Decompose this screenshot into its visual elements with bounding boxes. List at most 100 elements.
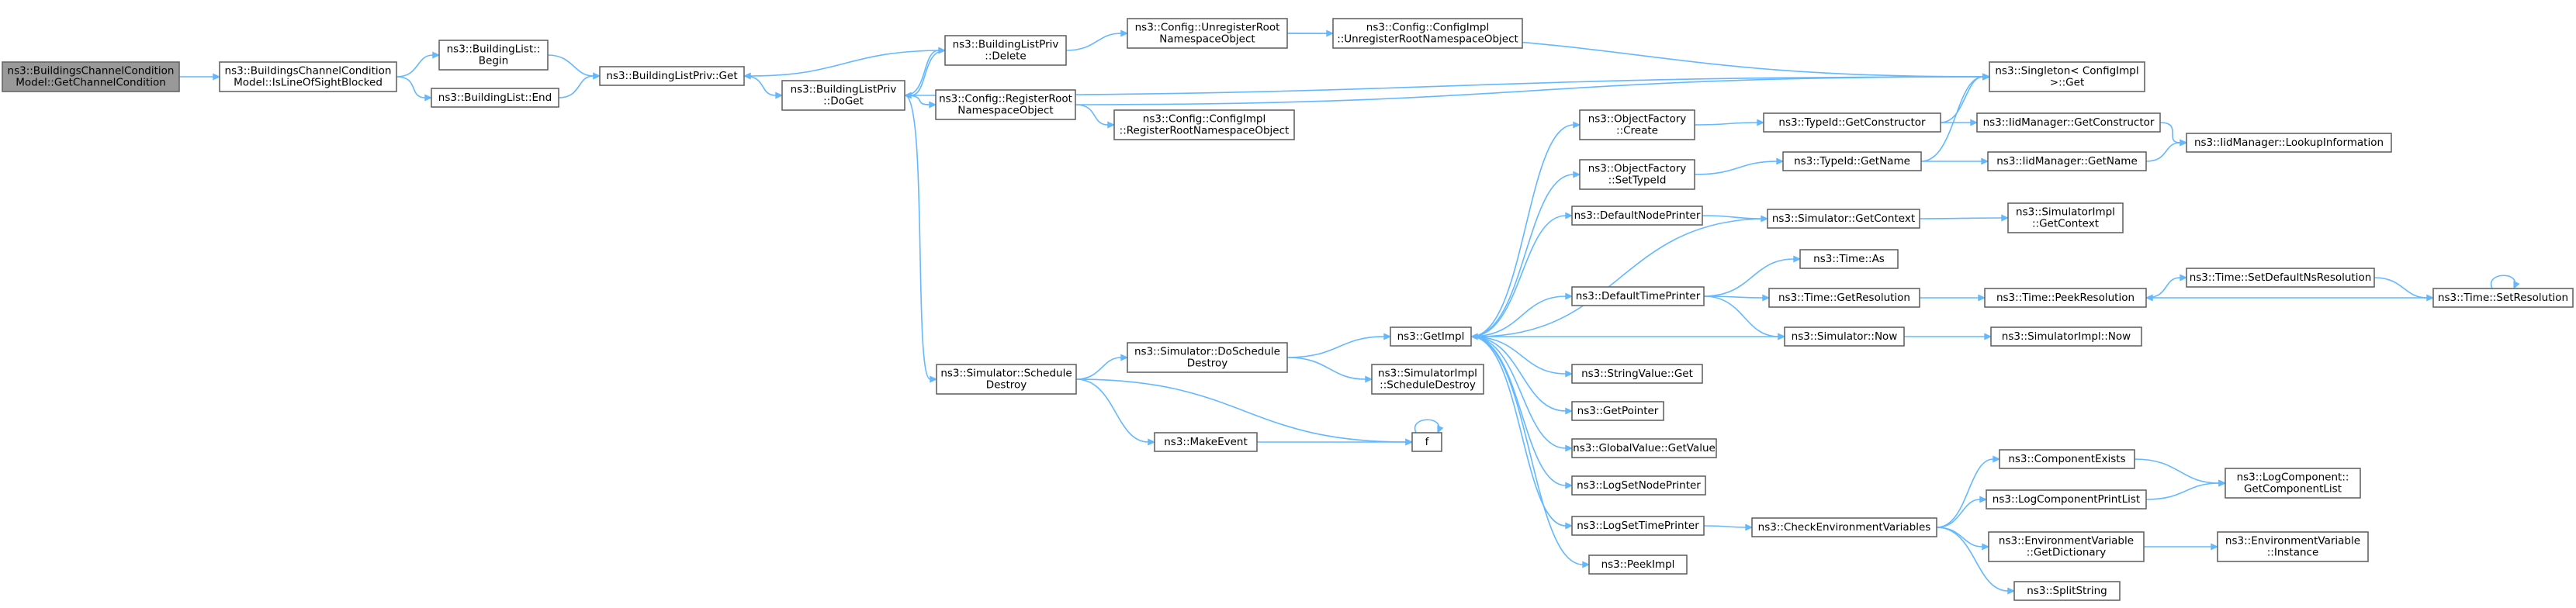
edge-line [2145,142,2181,162]
edge-line [1694,161,1778,175]
edge-logsettime-to-checkenv [1703,523,1754,531]
edge-timegetres-to-timepeek [1919,294,1986,302]
node-checkenv[interactable]: ns3::CheckEnvironmentVariables [1751,517,1937,537]
node-box [2432,288,2574,308]
edge-arrowhead [1762,294,1771,302]
edge-arrowhead [1437,425,1444,434]
node-ofsettypeid[interactable]: ns3::ObjectFactory::SetTypeId [1579,159,1695,190]
edge-arrowhead [1365,375,1373,383]
node-implreg[interactable]: ns3::Config::ConfigImpl::RegisterRootNam… [1113,109,1295,140]
node-envinstance[interactable]: ns3::EnvironmentVariable::Instance [2217,531,2369,562]
node-label: ns3::Singleton< ConfigImpl [1995,65,2138,78]
node-box [1976,112,2161,133]
node-los[interactable]: ns3::BuildingsChannelConditionModel::IsL… [219,61,397,92]
node-defnode[interactable]: ns3::DefaultNodePrinter [1571,206,1703,226]
edge-los-to-blbegin [396,51,441,78]
node-label: NamespaceObject [1159,33,1255,46]
node-box [2186,268,2375,288]
edge-arrowhead [1982,73,1991,81]
node-getpointer[interactable]: ns3::GetPointer [1571,401,1664,421]
node-blpdoget[interactable]: ns3::BuildingListPriv::DoGet [781,80,905,111]
node-label: ::GetContext [2032,218,2099,230]
node-globalget[interactable]: ns3::GlobalValue::GetValue [1571,438,1717,458]
edge-line [910,50,946,96]
node-simsched[interactable]: ns3::Simulator::ScheduleDestroy [936,364,1077,395]
node-setdefres[interactable]: ns3::Time::SetDefaultNsResolution [2186,268,2375,288]
node-iidgetname[interactable]: ns3::IidManager::GetName [1987,151,2147,171]
node-makeevent[interactable]: ns3::MakeEvent [1154,432,1258,452]
edge-getimpl-to-globalget [1470,336,1574,452]
node-implsched[interactable]: ns3::SimulatorImpl::ScheduleDestroy [1371,364,1484,395]
node-ofcreate[interactable]: ns3::ObjectFactory::Create [1579,109,1695,140]
node-simnow[interactable]: ns3::Simulator::Now [1784,326,1905,347]
edge-arrowhead [424,94,433,102]
edge-blpdelete-to-blpget [743,50,946,80]
node-blpdelete[interactable]: ns3::BuildingListPriv::Delete [944,35,1067,66]
node-iidlookup[interactable]: ns3::IidManager::LookupInformation [2186,133,2392,153]
node-box [1987,151,2147,171]
node-logcomplist[interactable]: ns3::LogComponentPrintList [1986,489,2147,510]
edge-line [904,76,1984,96]
node-box [1799,249,1899,269]
node-iidgetctor[interactable]: ns3::IidManager::GetConstructor [1976,112,2161,133]
node-blbegin[interactable]: ns3::BuildingList::Begin [438,40,549,71]
edge-arrowhead [1565,522,1574,530]
node-getimpl[interactable]: ns3::GetImpl [1390,326,1472,347]
node-box [781,80,905,111]
node-timeas[interactable]: ns3::Time::As [1799,249,1899,269]
node-deftime[interactable]: ns3::DefaultTimePrinter [1571,286,1705,306]
node-simgetctx[interactable]: ns3::Simulator::GetContext [1767,209,1920,229]
node-implnow[interactable]: ns3::SimulatorImpl::Now [1990,326,2142,347]
node-implunreg[interactable]: ns3::Config::ConfigImpl::UnregisterRootN… [1332,18,1523,49]
edge-blend-to-blpget [558,72,601,98]
node-f[interactable]: f [1411,432,1442,452]
node-label: ::Create [1616,125,1658,137]
node-box [2,61,180,92]
node-stringget[interactable]: ns3::StringValue::Get [1571,364,1703,384]
edge-arrowhead [1383,333,1392,340]
edge-line [1286,336,1385,358]
edge-line [558,75,594,98]
node-label: ns3::LogComponent:: [2237,472,2349,484]
edge-arrowhead [1984,333,1993,340]
node-box [935,89,1076,120]
node-tidgetname[interactable]: ns3::TypeId::GetName [1782,151,1922,171]
edge-deftime-to-simnow [1703,295,1786,340]
node-getcomplist[interactable]: ns3::LogComponent::GetComponentList [2225,468,2361,499]
node-label: ns3::BuildingListPriv [953,39,1059,51]
node-logsetnode[interactable]: ns3::LogSetNodePrinter [1571,475,1706,496]
edge-f-to-f [1414,419,1444,434]
edge-defnode-to-simgetctx [1702,215,1769,223]
node-label: ns3::SimulatorImpl [1378,368,1477,380]
node-label: Model::GetChannelCondition [16,77,166,89]
node-singleton[interactable]: ns3::Singleton< ConfigImpl >::Get [1989,61,2145,92]
edge-line [1075,104,1109,126]
edge-line [1470,174,1574,337]
edge-arrowhead [1761,215,1769,223]
node-label: ns3::Time::As [1813,253,1885,265]
node-peekimpl[interactable]: ns3::PeekImpl [1588,554,1688,575]
node-logsettime[interactable]: ns3::LogSetTimePrinter [1571,516,1705,536]
edge-line [1075,378,1149,443]
node-regroot[interactable]: ns3::Config::RegisterRootNamespaceObject [935,89,1076,120]
node-unregroot[interactable]: ns3::Config::UnregisterRootNamespaceObje… [1127,18,1288,49]
edge-logcomplist-to-getcomplist [2145,479,2227,500]
edge-line [1477,218,1768,337]
node-label: ns3::LogSetTimePrinter [1577,520,1699,532]
node-timegetres[interactable]: ns3::Time::GetResolution [1768,288,1920,308]
node-box [1371,364,1484,395]
node-blpget[interactable]: ns3::BuildingListPriv::Get [599,66,745,86]
node-blend[interactable]: ns3::BuildingList::End [431,88,559,108]
edge-arrowhead [1979,496,1988,503]
edge-simsched-to-makeevent [1075,378,1156,446]
node-implgetctx[interactable]: ns3::SimulatorImpl::GetContext [2007,202,2124,233]
node-splitstring[interactable]: ns3::SplitString [2013,581,2121,601]
node-timepeek[interactable]: ns3::Time::PeekResolution [1984,288,2147,308]
node-setres[interactable]: ns3::Time::SetResolution [2432,288,2574,308]
node-envgetdict[interactable]: ns3::EnvironmentVariable::GetDictionary [1988,531,2145,562]
node-tidgetctor[interactable]: ns3::TypeId::GetConstructor [1763,112,1941,133]
node-label: >::Get [2050,77,2084,89]
node-compexists[interactable]: ns3::ComponentExists [1999,449,2135,469]
edge-getimpl-to-peekimpl [1470,336,1591,568]
